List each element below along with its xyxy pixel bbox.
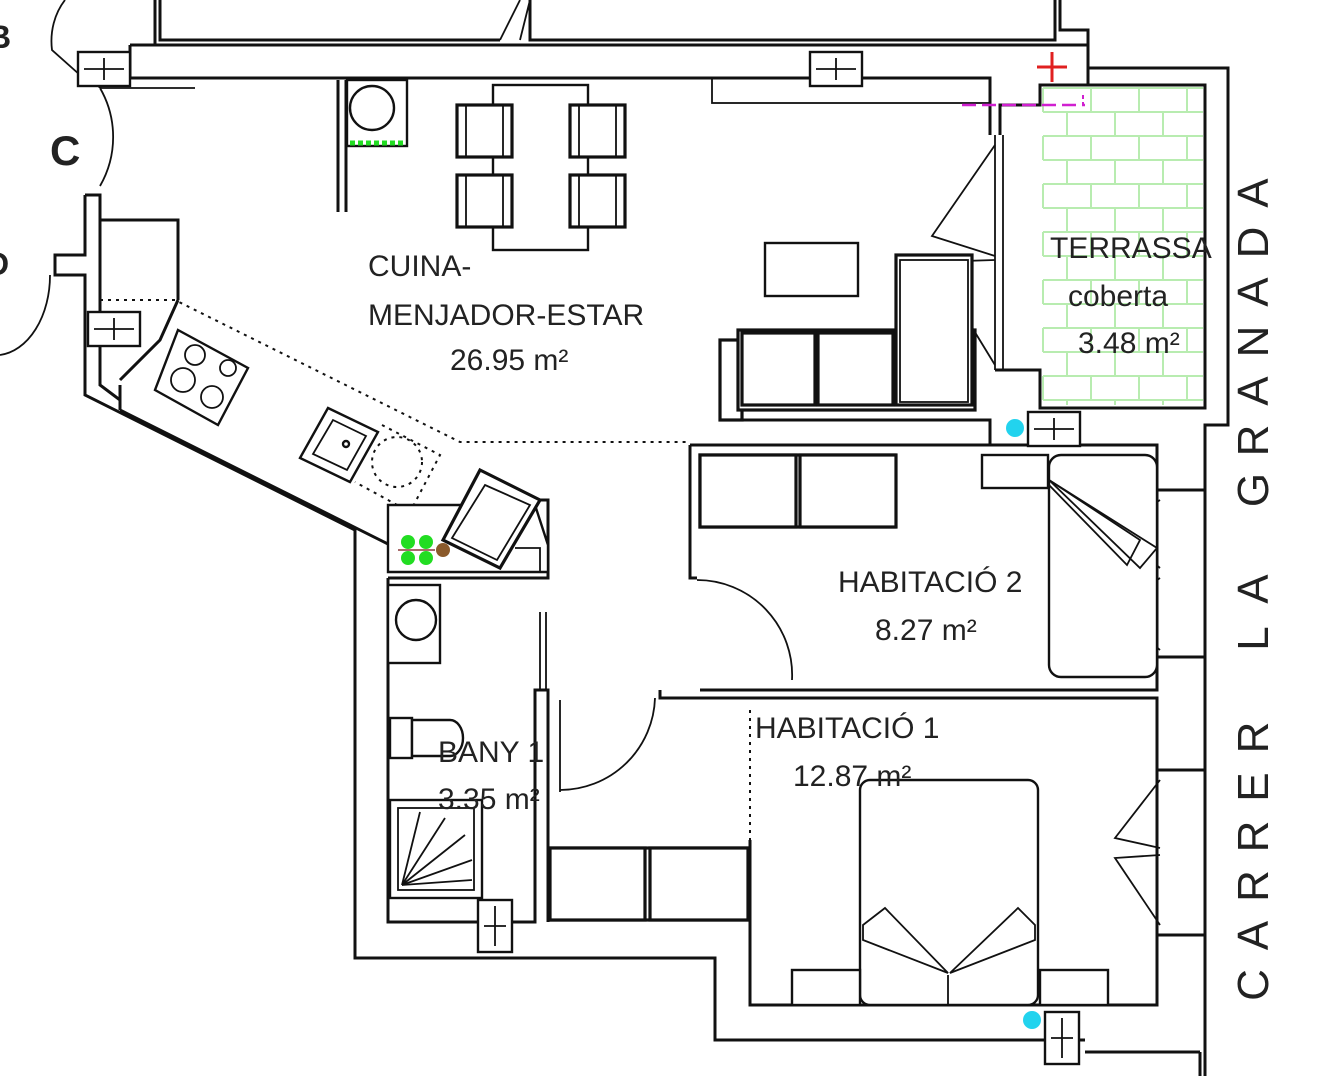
street-letter: N bbox=[1229, 326, 1278, 358]
brown-light bbox=[436, 543, 450, 557]
bathroom-label: BANY 1 bbox=[438, 736, 544, 769]
walls bbox=[53, 0, 1230, 1076]
street-letter: R bbox=[1229, 870, 1278, 902]
bathroom-area: 3.35 m² bbox=[438, 783, 540, 816]
bedroom2-label: HABITACIÓ 2 bbox=[838, 566, 1022, 599]
green-light bbox=[401, 551, 415, 565]
street-letter: R bbox=[1229, 425, 1278, 457]
bedroom2-area: 8.27 m² bbox=[875, 614, 977, 647]
flat-letter-lower: D bbox=[0, 246, 9, 282]
red-mark bbox=[1037, 52, 1067, 82]
street-letter: A bbox=[1229, 178, 1278, 208]
street-letter: C bbox=[1229, 969, 1278, 1001]
terrace-tiles bbox=[1042, 87, 1203, 405]
bedroom1-area: 12.87 m² bbox=[793, 760, 911, 793]
terrace-label-2: coberta bbox=[1068, 280, 1168, 313]
sofa-set bbox=[718, 241, 977, 422]
dining-set bbox=[455, 83, 627, 252]
bathroom-fixtures bbox=[386, 583, 484, 900]
boiler-unit bbox=[336, 78, 409, 212]
flat-letter-upper: B bbox=[0, 19, 11, 55]
green-light bbox=[401, 535, 415, 549]
street-letter: A bbox=[1229, 277, 1278, 307]
street-letter: A bbox=[1229, 920, 1278, 950]
light-point bbox=[1006, 419, 1024, 437]
living-room-label: CUINA- bbox=[368, 250, 471, 283]
living-room-area: 26.95 m² bbox=[450, 344, 568, 377]
flat-letter: C bbox=[50, 127, 80, 174]
street-letter: L bbox=[1229, 626, 1278, 650]
green-light bbox=[419, 551, 433, 565]
street-letter: A bbox=[1229, 574, 1278, 604]
terrace-label: TERRASSA bbox=[1050, 232, 1212, 265]
terrace-area: 3.48 m² bbox=[1078, 327, 1180, 360]
street-letter: A bbox=[1229, 376, 1278, 406]
street-letter: R bbox=[1229, 722, 1278, 754]
green-light bbox=[419, 535, 433, 549]
light-point bbox=[1023, 1011, 1041, 1029]
street-letter: R bbox=[1229, 821, 1278, 853]
bedroom2-furniture bbox=[698, 453, 1159, 679]
bedroom1-furniture bbox=[548, 710, 1110, 1007]
bedroom1-label: HABITACIÓ 1 bbox=[755, 712, 939, 745]
street-letter: E bbox=[1229, 772, 1278, 801]
electrical-boxes bbox=[76, 50, 1082, 1066]
living-room-label-2: MENJADOR-ESTAR bbox=[368, 299, 644, 332]
street-letter: G bbox=[1229, 473, 1278, 507]
kitchen bbox=[100, 299, 690, 574]
street-letter: D bbox=[1229, 227, 1278, 259]
